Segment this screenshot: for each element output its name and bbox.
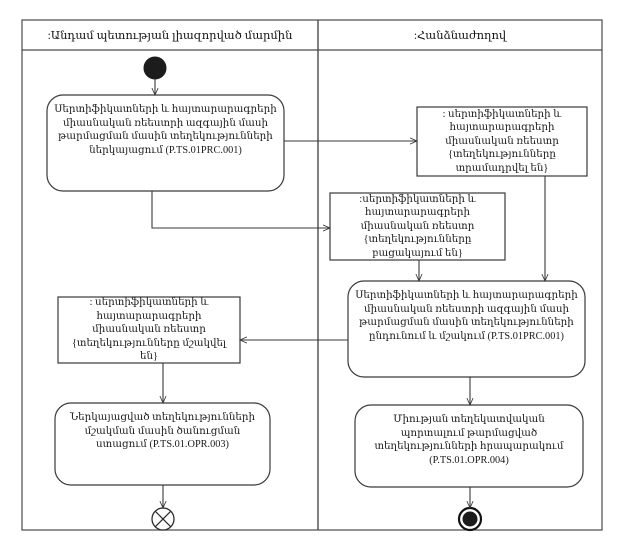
lane-header-member-state: :Անդամ պետության լիազորված մարմին [22,20,318,50]
activity-submit-info-shape [46,94,285,192]
lane-header-member-state-label: :Անդամ պետության լիազորված մարմին [47,30,293,42]
edge-submit-to-absent [151,191,330,228]
activity-receive-notification-shape [54,402,271,486]
initial-node [143,56,167,80]
object-registry-absent-shape [329,192,506,261]
activity-publish-portal-shape [354,404,584,488]
activity-receive-process-shape [347,280,586,378]
object-registry-processed-shape [57,296,241,364]
object-registry-provided-shape [416,106,588,177]
lane-header-commission: :Հանձնաժողով [318,20,602,50]
flow-final-node [151,507,175,531]
lane-header-commission-label: :Հանձնաժողով [413,30,507,42]
activity-final-node [457,506,483,532]
